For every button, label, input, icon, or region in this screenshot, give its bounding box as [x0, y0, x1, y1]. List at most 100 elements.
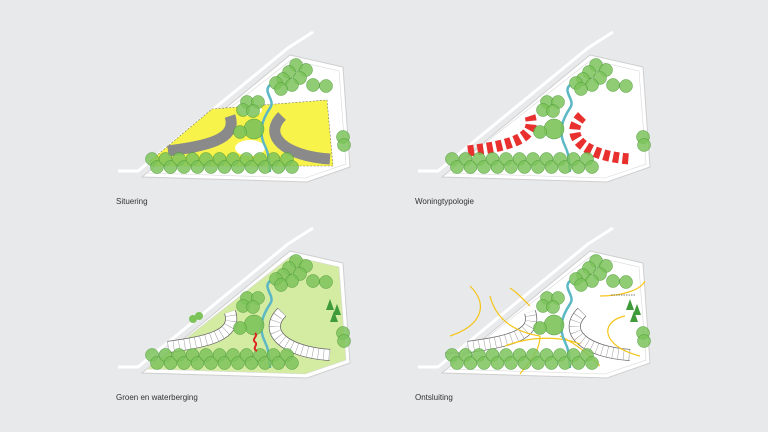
tree-icon — [574, 278, 588, 292]
tree-icon — [243, 314, 265, 336]
tree-icon — [274, 82, 288, 96]
shrub-icon — [195, 312, 203, 320]
building-right — [269, 308, 331, 361]
tree-icon — [271, 356, 286, 370]
water-retention-icon — [252, 332, 258, 352]
road-line — [418, 226, 614, 369]
tree-icon — [163, 356, 178, 370]
tree-icon — [217, 356, 232, 370]
tree-icon — [285, 160, 299, 174]
panel-label-ontsluiting: Ontsluiting — [415, 393, 453, 402]
tree-icon — [544, 160, 559, 174]
tree-icon — [619, 275, 633, 289]
tree-icon — [306, 274, 320, 288]
tree-icon — [517, 356, 532, 370]
open-space — [235, 140, 265, 156]
tree-icon — [543, 314, 565, 336]
tree-icon — [450, 160, 464, 174]
tree-icon — [544, 356, 559, 370]
tree-icon — [504, 160, 518, 174]
tree-icon — [571, 160, 586, 174]
tree-icon — [637, 138, 651, 152]
panel-ontsluiting — [418, 226, 651, 379]
tree-icon — [463, 160, 478, 174]
tree-icon — [243, 118, 265, 140]
tree-icon — [504, 356, 518, 370]
tree-icon — [190, 356, 205, 370]
panel-situering — [118, 30, 351, 183]
tree-icon — [546, 104, 560, 118]
access-path — [599, 280, 646, 297]
tree-icon — [450, 356, 464, 370]
tree-icon — [285, 356, 299, 370]
building-left — [467, 114, 537, 157]
tree-icon — [574, 82, 588, 96]
tree-icon — [258, 160, 272, 174]
tree-icon — [231, 160, 245, 174]
tree-icon — [619, 79, 633, 93]
panel-woningtypologie — [418, 30, 651, 183]
tree-icon — [258, 356, 272, 370]
tree-icon — [204, 160, 218, 174]
tree-icon — [150, 160, 164, 174]
tree-icon — [531, 356, 545, 370]
panel-label-groen: Groen en waterberging — [116, 393, 198, 402]
conifer-icon — [626, 299, 634, 310]
tree-icon — [319, 79, 333, 93]
tree-icon — [606, 274, 620, 288]
panel-groen-en-waterberging — [118, 226, 351, 379]
building-left-units — [167, 310, 237, 353]
conifer-icon — [633, 304, 641, 315]
access-path — [449, 285, 481, 337]
building-left — [167, 114, 237, 157]
site-inner-boundary — [446, 255, 647, 375]
site-inner-boundary — [146, 59, 347, 179]
access-path — [607, 315, 641, 357]
access-path — [509, 287, 531, 307]
tree-icon — [585, 160, 599, 174]
panel-label-situering: Situering — [116, 197, 148, 206]
building-right — [569, 308, 631, 361]
tree-icon — [606, 78, 620, 92]
tree-icon — [531, 160, 545, 174]
tree-icon — [337, 138, 351, 152]
tree-icon — [319, 275, 333, 289]
tree-icon — [337, 334, 351, 348]
conifer-icon — [330, 311, 338, 322]
tree-icon — [274, 278, 288, 292]
tree-icon — [306, 78, 320, 92]
tree-icon — [477, 356, 491, 370]
tree-icon — [231, 356, 245, 370]
tree-icon — [150, 356, 164, 370]
tree-icon — [190, 160, 205, 174]
access-path — [504, 337, 581, 347]
tree-icon — [490, 160, 505, 174]
access-path — [489, 295, 541, 337]
tree-icon — [533, 321, 547, 335]
tree-icon — [246, 300, 260, 314]
tree-icon — [543, 118, 565, 140]
tree-icon — [233, 321, 247, 335]
conifer-icon — [333, 304, 341, 315]
tree-icon — [490, 356, 505, 370]
tree-icon — [558, 356, 572, 370]
tree-icon — [233, 125, 247, 139]
panel-label-woningtypologie: Woningtypologie — [415, 197, 475, 206]
tree-icon — [246, 104, 260, 118]
tree-icon — [244, 160, 259, 174]
tree-icon — [558, 160, 572, 174]
tree-icon — [637, 334, 651, 348]
tree-icon — [177, 160, 191, 174]
tree-icon — [163, 160, 178, 174]
tree-icon — [546, 300, 560, 314]
conifer-icon — [630, 311, 638, 322]
tree-icon — [217, 160, 232, 174]
tree-icon — [204, 356, 218, 370]
building-right — [269, 112, 331, 165]
tree-icon — [571, 356, 586, 370]
road-line — [118, 226, 314, 369]
conifer-icon — [326, 299, 334, 310]
tree-icon — [533, 125, 547, 139]
tree-icon — [517, 160, 532, 174]
